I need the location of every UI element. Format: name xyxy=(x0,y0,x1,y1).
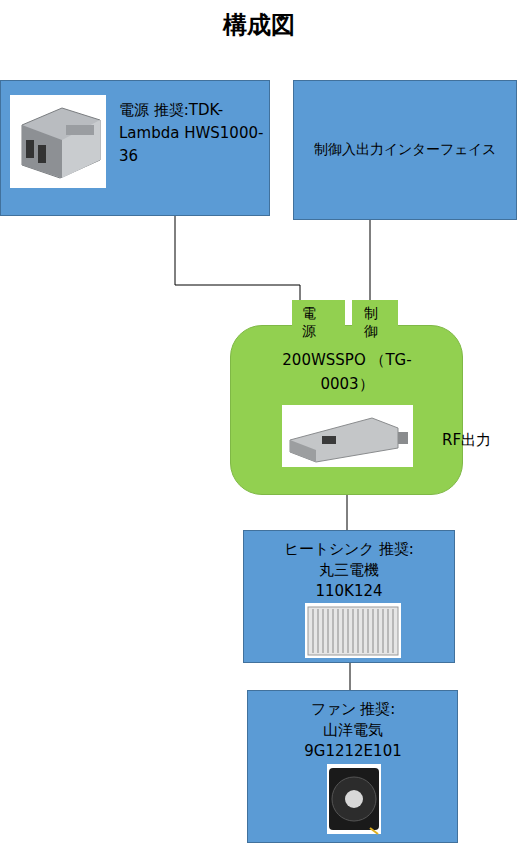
node-text: 電源 推奨:TDK-Lambda HWS1000-36 xyxy=(119,99,269,168)
amplifier-box: 200WSSPO （TG-0003） xyxy=(230,325,463,495)
diagram-title: 構成図 xyxy=(0,8,518,42)
node-text: ファン 推奨:山洋電気 9G1212E101 xyxy=(288,699,418,762)
connector-line xyxy=(347,495,348,530)
node-text: 制御入出力インターフェイス xyxy=(300,139,510,159)
interface-box: 制御入出力インターフェイス xyxy=(293,80,517,220)
node-text: ヒートシンク 推奨:丸三電機 110K124 xyxy=(284,539,414,602)
node-text: 制御 xyxy=(364,304,381,340)
connector-line xyxy=(370,220,371,300)
fan-box: ファン 推奨:山洋電気 9G1212E101 xyxy=(247,690,458,843)
node-text: 電源 xyxy=(302,304,319,340)
connector-line xyxy=(350,663,351,690)
connector-line xyxy=(175,216,300,300)
node-text: 200WSSPO （TG-0003） xyxy=(277,348,417,396)
heatsink-box: ヒートシンク 推奨:丸三電機 110K124 xyxy=(243,530,455,663)
port-label: RF出力 xyxy=(442,430,491,450)
power-port-tab: 電源 xyxy=(292,300,345,342)
control-port-tab: 制御 xyxy=(352,300,398,342)
power-supply-box: 電源 推奨:TDK-Lambda HWS1000-36 xyxy=(0,80,270,216)
